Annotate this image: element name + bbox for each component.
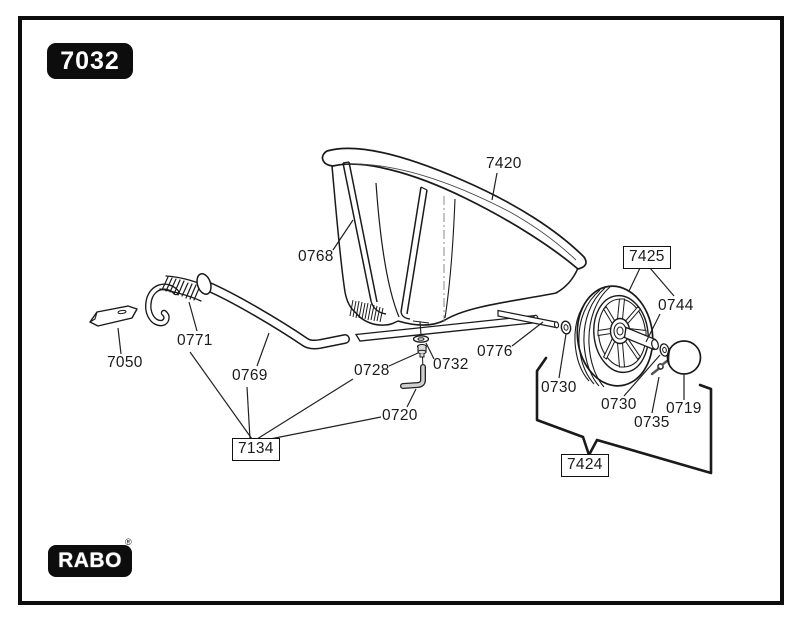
group-label-7425: 7425 <box>623 246 671 269</box>
pin-assembly <box>400 335 430 389</box>
part-label-0730-left: 0730 <box>541 379 577 396</box>
latch-plate-7050 <box>89 305 138 327</box>
part-label-0719: 0719 <box>666 400 702 417</box>
part-label-0769: 0769 <box>232 367 268 384</box>
part-label-7420: 7420 <box>486 155 522 172</box>
cart-bin-7420 <box>321 147 587 336</box>
part-label-0735: 0735 <box>634 414 670 431</box>
part-label-0768: 0768 <box>298 248 334 265</box>
part-label-0771: 0771 <box>177 332 213 349</box>
pin-0720 <box>400 364 426 389</box>
brand-name: RABO <box>58 549 122 572</box>
hatched-foot <box>349 299 384 323</box>
part-label-0776: 0776 <box>477 343 513 360</box>
tire-tread <box>574 286 611 388</box>
group-label-7424: 7424 <box>561 454 609 477</box>
handle-tube-0769 <box>202 281 350 350</box>
washer-0730-left <box>560 320 572 335</box>
axle-bolt-0744 <box>623 326 657 351</box>
wheel-assembly-7425 <box>574 285 702 388</box>
leader-lines <box>117 172 685 442</box>
part-label-0720: 0720 <box>382 407 418 424</box>
clip-0735 <box>650 359 669 376</box>
part-label-0730-right: 0730 <box>601 396 637 413</box>
part-label-7050: 7050 <box>107 354 143 371</box>
hub-cap-0719 <box>666 340 702 375</box>
part-label-0744: 0744 <box>658 297 694 314</box>
page-border <box>18 16 784 605</box>
bolt-0728 <box>416 343 428 358</box>
registered-trademark-symbol: ® <box>125 537 132 547</box>
drawing-number: 7032 <box>60 46 120 75</box>
group-label-7134: 7134 <box>232 438 280 461</box>
brand-logo: RABO <box>48 545 132 577</box>
drawing-number-badge: 7032 <box>47 43 133 79</box>
part-label-0728: 0728 <box>354 362 390 379</box>
spring-0771 <box>145 273 212 327</box>
part-label-0732: 0732 <box>433 356 469 373</box>
